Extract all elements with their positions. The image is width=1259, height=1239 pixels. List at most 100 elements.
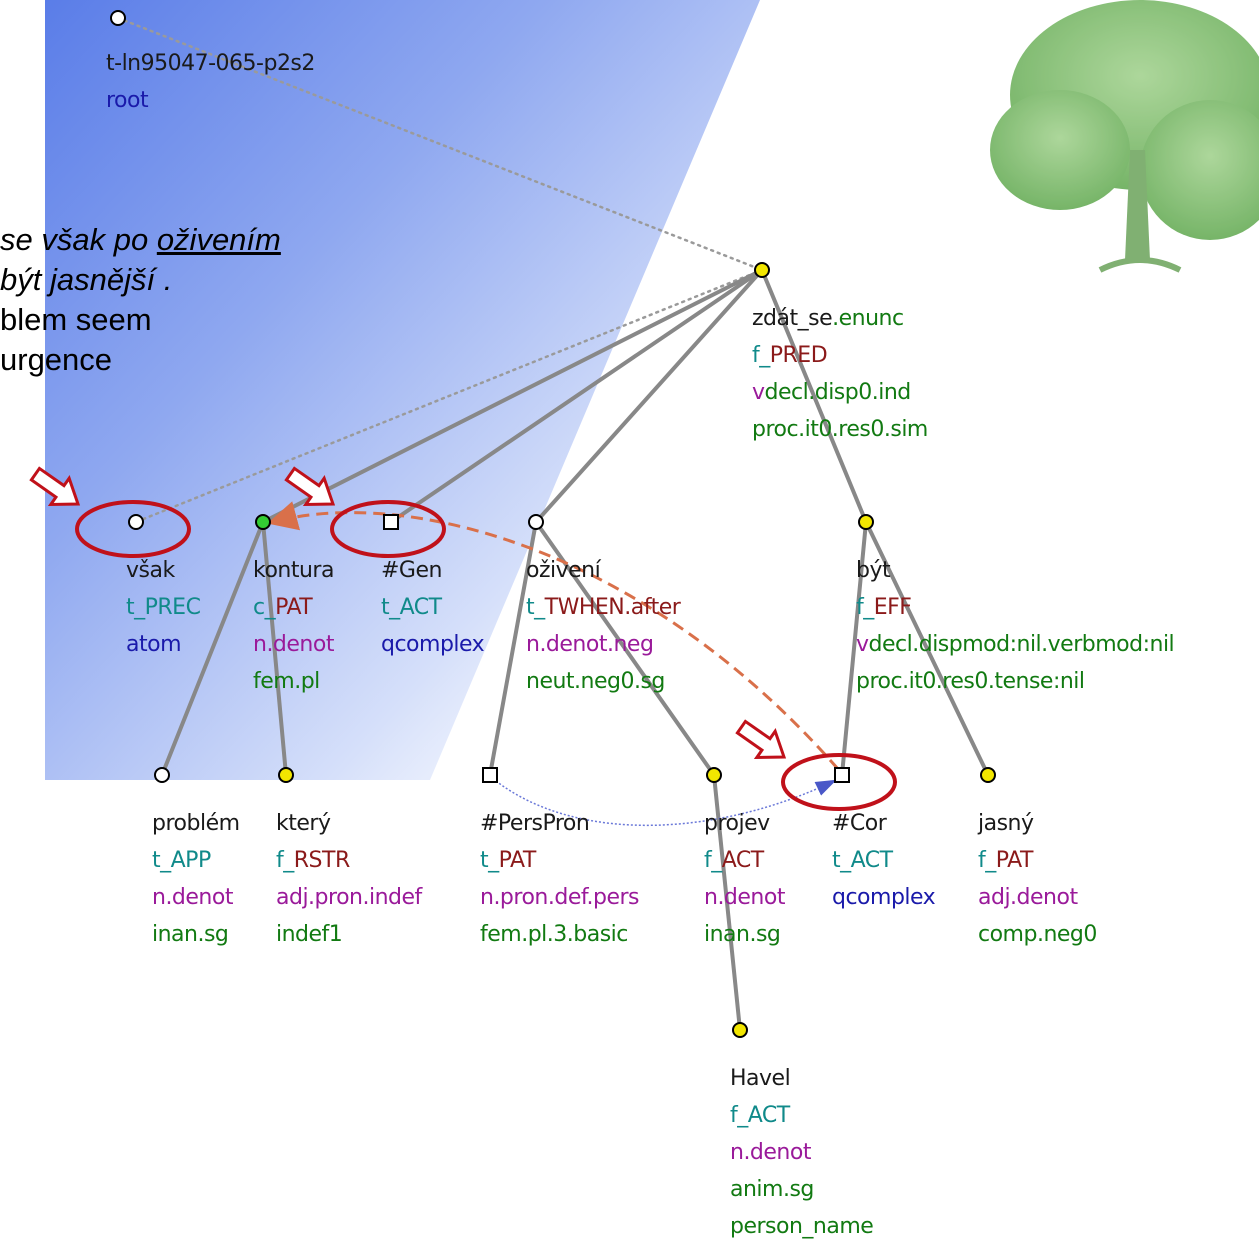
node-perspron-label-1: t_PAT	[480, 848, 537, 873]
pointer-arrows	[29, 466, 787, 760]
node-havel-label-3: anim.sg	[730, 1177, 814, 1202]
node-cor[interactable]: #Cor t_ACT qcomplex	[832, 767, 936, 910]
edge-kontura-ktery	[261, 520, 288, 777]
node-circle-icon[interactable]	[528, 514, 544, 530]
node-circle-icon[interactable]	[858, 514, 874, 530]
tree-decoration	[990, 0, 1259, 273]
node-circle-icon[interactable]	[128, 514, 144, 530]
node-ozivni-label-0: oživení	[526, 558, 602, 583]
node-gen-label-1: t_ACT	[381, 595, 443, 620]
node-havel-label-0: Havel	[730, 1066, 790, 1091]
node-kontura-label-0: kontura	[253, 558, 334, 583]
node-zdat-label-3: proc.it0.res0.sim	[752, 417, 928, 442]
node-gen-label-2: qcomplex	[381, 632, 485, 657]
node-problem-label-0: problém	[152, 811, 240, 836]
caption-line-2: být jasnější .	[0, 262, 173, 297]
node-square-icon[interactable]	[383, 514, 399, 530]
node-problem-label-2: n.denot	[152, 885, 234, 910]
node-havel-label-1: f_ACT	[730, 1103, 791, 1128]
node-cor-label-1: t_ACT	[832, 848, 894, 873]
node-kontura-label-3: fem.pl	[253, 669, 320, 694]
node-zdat-label-1: f_PRED	[752, 343, 827, 368]
caption-underlined-word: oživením	[156, 222, 281, 257]
node-zdat[interactable]: zdát_se.enuncf_PREDvdecl.disp0.indproc.i…	[752, 262, 928, 442]
node-ozivni-label-1: t_TWHEN.after	[526, 595, 682, 620]
node-ozivni[interactable]: oživenít_TWHEN.aftern.denot.negneut.neg0…	[526, 514, 682, 694]
node-circle-icon[interactable]	[732, 1022, 748, 1038]
node-byt[interactable]: býtf_EFFvdecl.dispmod:nil.verbmod:nilpro…	[856, 514, 1175, 694]
edge-kontura-problem	[160, 520, 265, 777]
node-vsak-label-0: však	[126, 558, 175, 583]
highlight-ellipse-vsak	[75, 500, 191, 558]
node-jasny-label-2: adj.denot	[978, 885, 1078, 910]
caption-line-1: se však po oživením	[0, 222, 281, 257]
node-square-icon[interactable]	[482, 767, 498, 783]
edge-zdat-ozivni	[534, 268, 764, 524]
node-circle-icon[interactable]	[980, 767, 996, 783]
node-projev-label-1: f_ACT	[704, 848, 765, 873]
node-byt-label-2: vdecl.dispmod:nil.verbmod:nil	[856, 632, 1174, 657]
edge-zdat-byt	[760, 268, 868, 524]
node-square-icon[interactable]	[834, 767, 850, 783]
node-root-label-0: t-ln95047-065-p2s2	[106, 51, 315, 76]
node-cor-label-2: qcomplex	[832, 885, 936, 910]
node-problem[interactable]: problém t_APP n.denot inan.sg	[152, 767, 240, 947]
node-ktery[interactable]: který f_RSTR adj.pron.indef indef1	[276, 767, 424, 947]
node-vsak-label-1: t_PREC	[126, 595, 201, 620]
edge-zdat-gen	[389, 268, 764, 524]
highlight-ellipse-cor	[781, 753, 897, 811]
node-circle-icon[interactable]	[255, 514, 271, 530]
node-vsak-label-2: atom	[126, 632, 181, 657]
blue-gradient-panel	[45, 0, 760, 780]
node-circle-icon[interactable]	[110, 10, 126, 26]
node-ozivni-label-2: n.denot.neg	[526, 632, 653, 657]
pointer-arrow-cor	[735, 719, 787, 760]
node-kontura-label-1: c_PAT	[253, 595, 313, 620]
node-cor-label-0: #Cor	[832, 811, 888, 836]
node-projev-label-3: inan.sg	[704, 922, 780, 947]
coreference-links	[267, 501, 840, 826]
node-problem-label-3: inan.sg	[152, 922, 228, 947]
node-havel-label-4: person_name	[730, 1214, 873, 1239]
node-ktery-label-3: indef1	[276, 922, 342, 947]
edge-root-zdat	[116, 16, 764, 272]
edge-projev-havel	[712, 773, 742, 1032]
coref-arrow-cor-kontura	[267, 501, 840, 770]
nodes: t-ln95047-065-p2s2 root zdát_se.enunc f_PRE…	[106, 10, 1175, 1239]
node-circle-icon[interactable]	[754, 262, 770, 278]
node-ktery-label-2: adj.pron.indef	[276, 885, 424, 910]
node-problem-label-1: t_APP	[152, 848, 211, 873]
node-root[interactable]: t-ln95047-065-p2s2 root	[106, 10, 315, 113]
node-kontura[interactable]: kontura c_PAT n.denot fem.pl	[253, 514, 335, 694]
node-perspron-label-2: n.pron.def.pers	[480, 885, 639, 910]
caption-line-3: blem seem	[0, 302, 152, 337]
edge-byt-cor	[840, 520, 868, 777]
edge-ozivni-perspron	[488, 520, 538, 777]
node-kontura-label-2: n.denot	[253, 632, 335, 657]
pointer-arrow-gen	[284, 466, 336, 507]
node-root-label-1: root	[106, 88, 149, 113]
node-gen-label-0: #Gen	[381, 558, 442, 583]
pointer-arrow-vsak	[29, 466, 81, 507]
node-byt-label-0: být	[856, 558, 891, 583]
node-havel[interactable]: Havel f_ACT n.denot anim.sg person_name	[730, 1022, 874, 1239]
node-projev-label-2: n.denot	[704, 885, 786, 910]
edge-byt-jasny	[864, 520, 990, 777]
node-zdat-label-0: zdát_se.enunc	[752, 306, 904, 331]
node-havel-label-2: n.denot	[730, 1140, 812, 1165]
node-circle-icon[interactable]	[154, 767, 170, 783]
node-perspron[interactable]: #PersPront_PATn.pron.def.persfem.pl.3.ba…	[480, 767, 640, 947]
node-ktery-label-0: který	[276, 811, 331, 836]
node-gen[interactable]: #Gen t_ACT qcomplex	[381, 514, 485, 657]
edges	[116, 16, 990, 1032]
node-ktery-label-1: f_RSTR	[276, 848, 350, 873]
node-circle-icon[interactable]	[706, 767, 722, 783]
node-circle-icon[interactable]	[278, 767, 294, 783]
edge-zdat-vsak	[134, 268, 764, 524]
node-byt-label-3: proc.it0.res0.tense:nil	[856, 669, 1085, 694]
caption-line-4: urgence	[0, 342, 113, 377]
